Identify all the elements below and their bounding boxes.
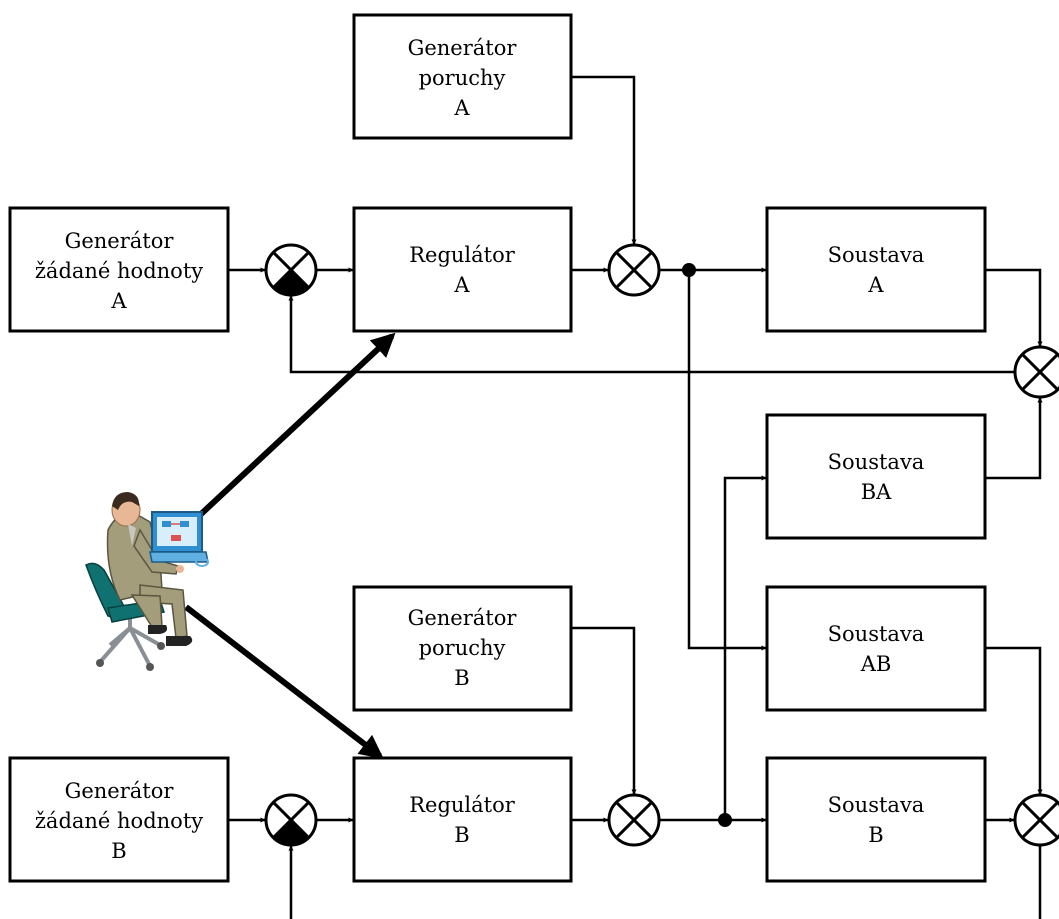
block-label: poruchy	[419, 636, 506, 660]
person-at-computer-icon	[85, 492, 209, 671]
regulator-a-block: Regulátor A	[352, 206, 573, 333]
soustava-ab-block: Soustava AB	[765, 585, 987, 712]
block-label: Generátor	[408, 606, 518, 630]
gen-porucha-a-block: Generátor poruchy A	[352, 13, 573, 140]
block-label: Soustava	[828, 243, 925, 267]
summing-junction-icon	[264, 243, 318, 297]
block-label: A	[110, 289, 127, 313]
soustava-ba-block: Soustava BA	[765, 413, 987, 540]
branch-point	[682, 263, 696, 277]
block-label: Soustava	[828, 622, 925, 646]
summing-junction-icon	[607, 793, 661, 847]
summing-junction-icon	[1013, 793, 1059, 847]
signal-line	[985, 268, 1043, 347]
operator-arrow-a	[197, 332, 396, 518]
block-label: Regulátor	[409, 793, 516, 817]
block-label: Soustava	[828, 450, 925, 474]
summing-junction-icon	[607, 243, 661, 297]
block-label: Generátor	[65, 779, 175, 803]
block-label: BA	[861, 480, 892, 504]
block-label: Generátor	[65, 229, 175, 253]
soustava-a-block: Soustava A	[765, 206, 987, 333]
regulator-b-block: Regulátor B	[352, 756, 573, 883]
operator-arrow-b	[184, 604, 384, 759]
gen-zadane-b-block: Generátor žádané hodnoty B	[8, 756, 230, 883]
gen-porucha-b-block: Generátor poruchy B	[352, 585, 573, 712]
summing-junction-icon	[1013, 345, 1059, 399]
block-label: A	[453, 96, 470, 120]
block-label: žádané hodnoty	[35, 809, 203, 833]
summing-junction-icon	[264, 793, 318, 847]
signal-line	[571, 75, 637, 245]
signal-line	[985, 397, 1043, 480]
block-label: Generátor	[408, 36, 518, 60]
gen-zadane-a-block: Generátor žádané hodnoty A	[8, 206, 230, 333]
block-label: B	[868, 823, 883, 847]
block-label: B	[454, 823, 469, 847]
block-label: Soustava	[828, 793, 925, 817]
block-label: B	[454, 666, 469, 690]
signal-line	[723, 475, 767, 820]
block-label: A	[867, 273, 884, 297]
block-label: B	[111, 839, 126, 863]
signal-line	[687, 270, 767, 651]
feedback-line	[288, 295, 1015, 374]
signal-line	[571, 626, 637, 795]
block-label: žádané hodnoty	[35, 259, 203, 283]
block-label: AB	[860, 652, 892, 676]
signal-line	[985, 646, 1043, 795]
block-label: Regulátor	[409, 243, 516, 267]
branch-point	[718, 813, 732, 827]
soustava-b-block: Soustava B	[765, 756, 987, 883]
block-label: poruchy	[419, 66, 506, 90]
block-label: A	[453, 273, 470, 297]
